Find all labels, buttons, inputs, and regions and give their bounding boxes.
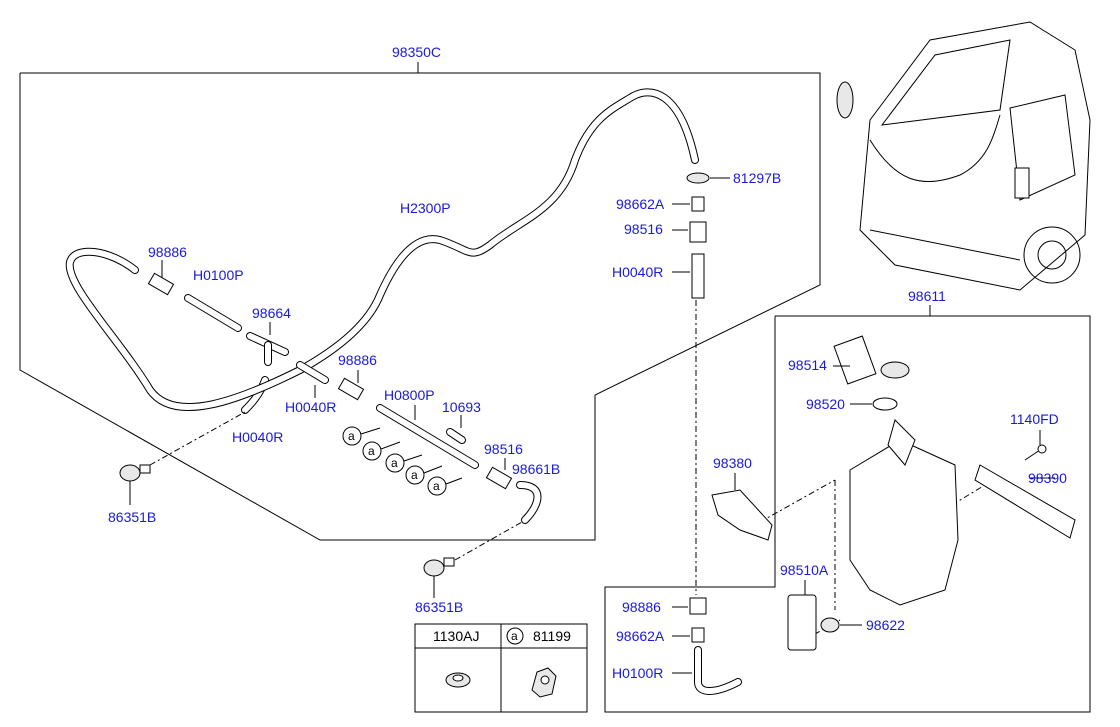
label-98886-b: 98886 — [338, 352, 377, 368]
hose-h0100r — [672, 646, 742, 695]
label-98520: 98520 — [806, 396, 845, 412]
grommet-81297b — [686, 172, 730, 184]
hose-h0040r-top — [672, 253, 705, 299]
filler-98514 — [833, 335, 910, 385]
valve-98516-left — [485, 458, 513, 490]
part-10693 — [446, 415, 466, 444]
label-98661b: 98661B — [512, 461, 560, 477]
pump-98510a — [787, 580, 817, 651]
label-98611: 98611 — [908, 288, 946, 304]
svg-text:a: a — [368, 444, 375, 458]
label-h0100r: H0100R — [612, 665, 663, 681]
grommet-98622 — [820, 617, 862, 633]
label-98510a: 98510A — [780, 562, 829, 578]
joint-98886-bottom — [672, 597, 707, 615]
label-98664: 98664 — [252, 305, 291, 321]
legend-code-81199: 81199 — [533, 628, 571, 644]
joint-98662a-top — [672, 196, 705, 212]
joint-98664-tee — [246, 322, 289, 366]
legend-table: 1130AJ a 81199 — [414, 623, 588, 713]
label-h0800p: H0800P — [384, 387, 435, 403]
label-h0040r-a: H0040R — [285, 399, 336, 415]
label-86351b-a: 86351B — [108, 509, 156, 525]
label-86351b-b: 86351B — [415, 599, 463, 615]
svg-text:a: a — [411, 468, 418, 482]
label-h0100p: H0100P — [193, 267, 244, 283]
kit-boundary-98350c — [19, 62, 821, 541]
hose-h0800p — [376, 404, 479, 469]
label-h0040r-c: H0040R — [612, 264, 663, 280]
label-98516-b: 98516 — [624, 221, 663, 237]
hose-h2300p — [65, 88, 699, 414]
reservoir-box-98611 — [604, 305, 1091, 713]
label-98886-a: 98886 — [148, 244, 187, 260]
nozzle-86351b-left — [119, 464, 151, 505]
callout-markers: a a a a a — [342, 426, 463, 496]
legend-code-1130aj: 1130AJ — [433, 628, 479, 644]
label-98390: 98390 — [1028, 470, 1067, 486]
label-98662a-b: 98662A — [616, 628, 665, 644]
svg-text:a: a — [391, 456, 398, 470]
label-1140fd: 1140FD — [1010, 411, 1059, 427]
joint-98886-mid — [337, 370, 365, 401]
label-81297b: 81297B — [733, 170, 781, 186]
legend-clip-icon — [531, 667, 557, 698]
gasket-98520 — [850, 397, 898, 411]
bracket-98380 — [711, 473, 773, 541]
svg-text:a: a — [433, 479, 440, 493]
legend-marker: a — [511, 629, 518, 643]
label-98662a-a: 98662A — [616, 196, 665, 212]
label-h2300p: H2300P — [400, 200, 451, 216]
joint-98886-left — [147, 260, 175, 296]
hose-98661b — [516, 481, 542, 524]
callout-labels: 98350C H2300P 98886 H0100P 98664 98886 H… — [108, 44, 1067, 681]
label-98622: 98622 — [866, 617, 905, 633]
legend-marker-circle — [506, 627, 524, 645]
joint-98662a-bottom — [672, 627, 705, 643]
reservoir-tank — [849, 419, 959, 606]
label-98886-c: 98886 — [622, 599, 661, 615]
svg-text:a: a — [348, 429, 355, 443]
label-10693: 10693 — [442, 399, 481, 415]
hose-h0040r-mid — [296, 361, 329, 398]
bolt-1140fd — [1024, 430, 1047, 461]
valve-98516-top — [672, 221, 707, 243]
label-98380: 98380 — [713, 455, 752, 471]
legend-washer-icon — [445, 672, 471, 688]
bracket-98390 — [974, 464, 1076, 539]
truck-illustration — [836, 21, 1091, 291]
label-98514: 98514 — [788, 357, 827, 373]
nozzle-86351b-center — [423, 557, 455, 598]
label-98516-a: 98516 — [484, 441, 523, 457]
label-h0040r-b: H0040R — [232, 429, 283, 445]
label-98350c: 98350C — [392, 44, 441, 60]
hose-h0100p-left — [184, 294, 242, 332]
